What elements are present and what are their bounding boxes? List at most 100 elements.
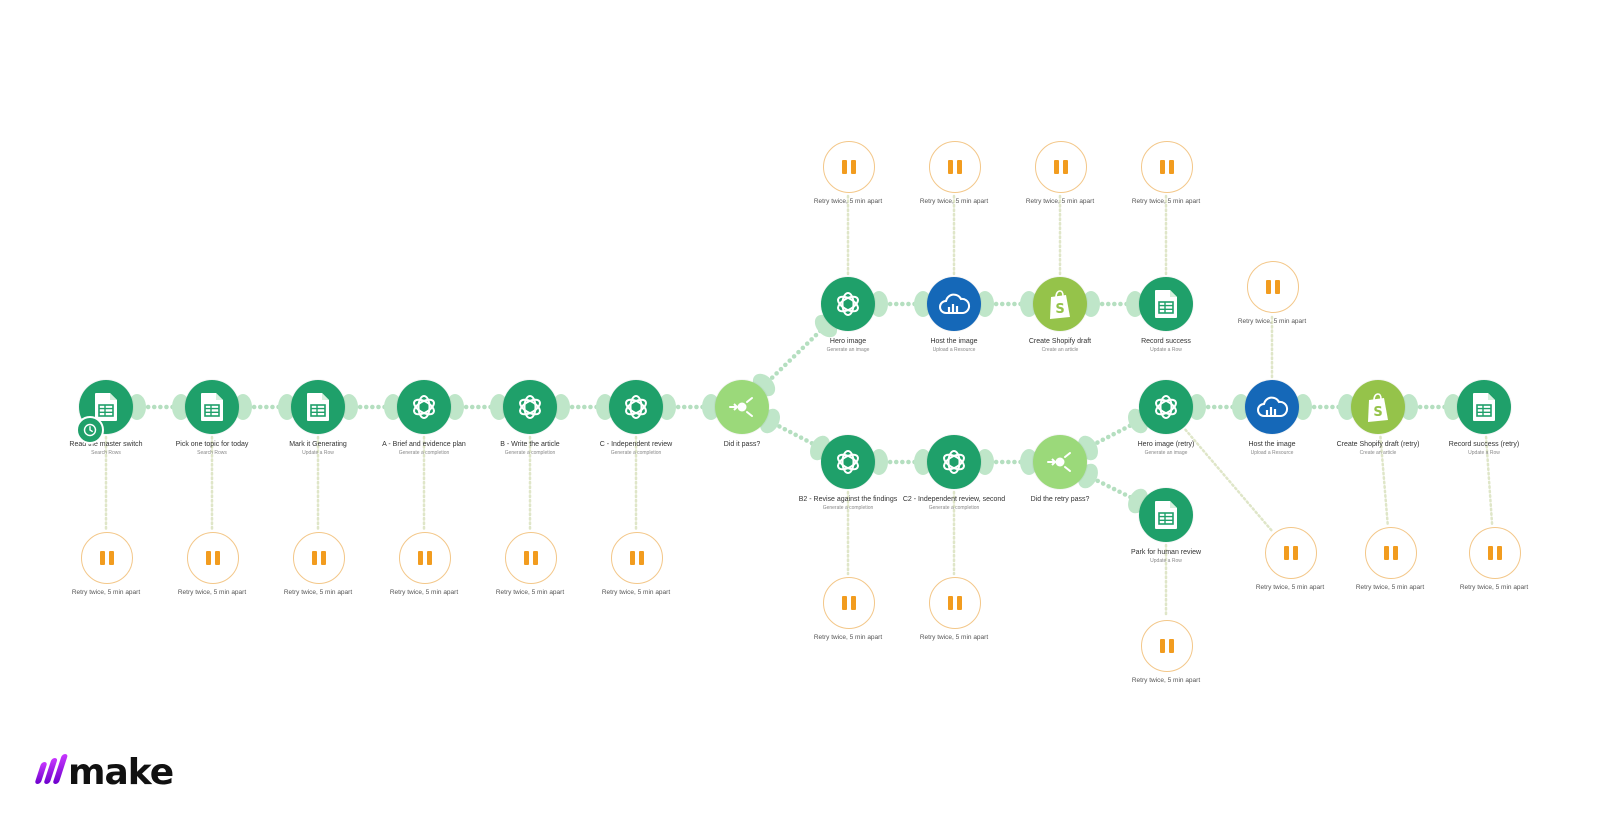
module-subtitle: Generate an image xyxy=(826,347,870,353)
pause-icon xyxy=(1488,546,1502,560)
module-brief-plan[interactable] xyxy=(397,380,451,434)
pause-icon xyxy=(842,160,856,174)
error-handler-resume[interactable] xyxy=(505,532,557,584)
error-handler-label: Retry twice, 5 min apart xyxy=(283,589,353,596)
module-subtitle: Generate a completion xyxy=(504,450,556,456)
module-revise-findings[interactable] xyxy=(821,435,875,489)
module-write-article[interactable] xyxy=(503,380,557,434)
error-handler-label: Retry twice, 5 min apart xyxy=(389,589,459,596)
router-icon xyxy=(1045,447,1075,477)
module-mark-generating[interactable] xyxy=(291,380,345,434)
error-handler-label: Retry twice, 5 min apart xyxy=(919,634,989,641)
module-subtitle: Update a Row xyxy=(1468,450,1500,456)
module-title: B2 - Revise against the findings xyxy=(798,496,898,503)
error-handler-resume[interactable] xyxy=(399,532,451,584)
module-title: Record success (retry) xyxy=(1448,441,1520,448)
error-handler-connection[interactable] xyxy=(1484,435,1494,526)
error-handler-resume[interactable] xyxy=(611,532,663,584)
error-handler-resume[interactable] xyxy=(1141,620,1193,672)
error-handler-resume[interactable] xyxy=(929,141,981,193)
connector-halo xyxy=(1294,394,1312,420)
module-title: B - Write the article xyxy=(500,441,560,448)
module-title: Pick one topic for today xyxy=(175,441,249,448)
error-handler-resume[interactable] xyxy=(1141,141,1193,193)
schedule-clock-icon[interactable] xyxy=(76,416,104,444)
error-handler-connection[interactable] xyxy=(1184,428,1274,532)
module-pick-topic[interactable] xyxy=(185,380,239,434)
module-subtitle: Search Rows xyxy=(91,450,121,456)
google-sheets-icon xyxy=(1153,500,1179,530)
module-subtitle: Search Rows xyxy=(197,450,227,456)
error-handler-resume[interactable] xyxy=(1469,527,1521,579)
module-subtitle: Update a Row xyxy=(1150,558,1182,564)
module-title: A - Brief and evidence plan xyxy=(382,441,466,448)
module-subtitle: Generate a completion xyxy=(398,450,450,456)
error-handler-resume[interactable] xyxy=(1265,527,1317,579)
google-sheets-icon xyxy=(199,392,225,422)
route-connection[interactable] xyxy=(1089,421,1137,448)
connector-halo xyxy=(1082,291,1100,317)
module-title: Create Shopify draft (retry) xyxy=(1336,441,1420,448)
error-handler-connection[interactable] xyxy=(1379,435,1389,526)
openai-icon xyxy=(937,445,971,479)
module-label: Create Shopify draft (retry)Create an ar… xyxy=(1303,440,1453,457)
module-subtitle: Generate an image xyxy=(1144,450,1188,456)
module-title: Hero image (retry) xyxy=(1137,441,1195,448)
module-record-success[interactable] xyxy=(1139,277,1193,331)
pause-icon xyxy=(1266,280,1280,294)
module-title: Record success xyxy=(1141,338,1191,345)
error-handler-resume[interactable] xyxy=(187,532,239,584)
shopify-icon: S xyxy=(1364,391,1392,423)
module-host-image[interactable] xyxy=(927,277,981,331)
module-title: Did it pass? xyxy=(723,441,761,448)
error-handler-resume[interactable] xyxy=(1035,141,1087,193)
error-handler-label: Retry twice, 5 min apart xyxy=(1131,198,1201,205)
module-host-image-retry[interactable] xyxy=(1245,380,1299,434)
connector-halo xyxy=(340,394,358,420)
module-subtitle: Generate a completion xyxy=(610,450,662,456)
openai-icon xyxy=(407,390,441,424)
route-connection[interactable] xyxy=(771,421,819,448)
error-handler-resume[interactable] xyxy=(823,141,875,193)
openai-icon xyxy=(513,390,547,424)
google-sheets-icon xyxy=(1471,392,1497,422)
pause-icon xyxy=(842,596,856,610)
error-handler-resume[interactable] xyxy=(293,532,345,584)
route-connection[interactable] xyxy=(1089,475,1137,502)
connector-halo xyxy=(976,291,994,317)
error-handler-label: Retry twice, 5 min apart xyxy=(1237,318,1307,325)
module-title: Park for human review xyxy=(1130,549,1202,556)
make-logo-icon xyxy=(34,753,69,784)
module-subtitle: Generate a completion xyxy=(928,505,980,511)
svg-text:S: S xyxy=(1373,405,1382,420)
module-label: Did the retry pass? xyxy=(985,495,1135,504)
module-subtitle: Generate a completion xyxy=(822,505,874,511)
router-did-retry-pass[interactable] xyxy=(1033,435,1087,489)
router-icon xyxy=(727,392,757,422)
error-handler-label: Retry twice, 5 min apart xyxy=(71,589,141,596)
route-connection[interactable] xyxy=(765,326,825,385)
module-hero-image-retry[interactable] xyxy=(1139,380,1193,434)
module-create-shopify-draft-retry[interactable]: S xyxy=(1351,380,1405,434)
error-handler-resume[interactable] xyxy=(1365,527,1417,579)
module-hero-image[interactable] xyxy=(821,277,875,331)
openai-icon xyxy=(831,445,865,479)
module-create-shopify-draft[interactable]: S xyxy=(1033,277,1087,331)
module-independent-review-second[interactable] xyxy=(927,435,981,489)
error-handler-resume[interactable] xyxy=(1247,261,1299,313)
module-title: Did the retry pass? xyxy=(1030,496,1090,503)
error-handler-resume[interactable] xyxy=(81,532,133,584)
module-record-success-retry[interactable] xyxy=(1457,380,1511,434)
router-did-it-pass[interactable] xyxy=(715,380,769,434)
module-park-human-review[interactable] xyxy=(1139,488,1193,542)
pause-icon xyxy=(1160,639,1174,653)
error-handler-resume[interactable] xyxy=(823,577,875,629)
module-independent-review[interactable] xyxy=(609,380,663,434)
module-title: Host the image xyxy=(930,338,978,345)
error-handler-resume[interactable] xyxy=(929,577,981,629)
shopify-icon: S xyxy=(1046,288,1074,320)
